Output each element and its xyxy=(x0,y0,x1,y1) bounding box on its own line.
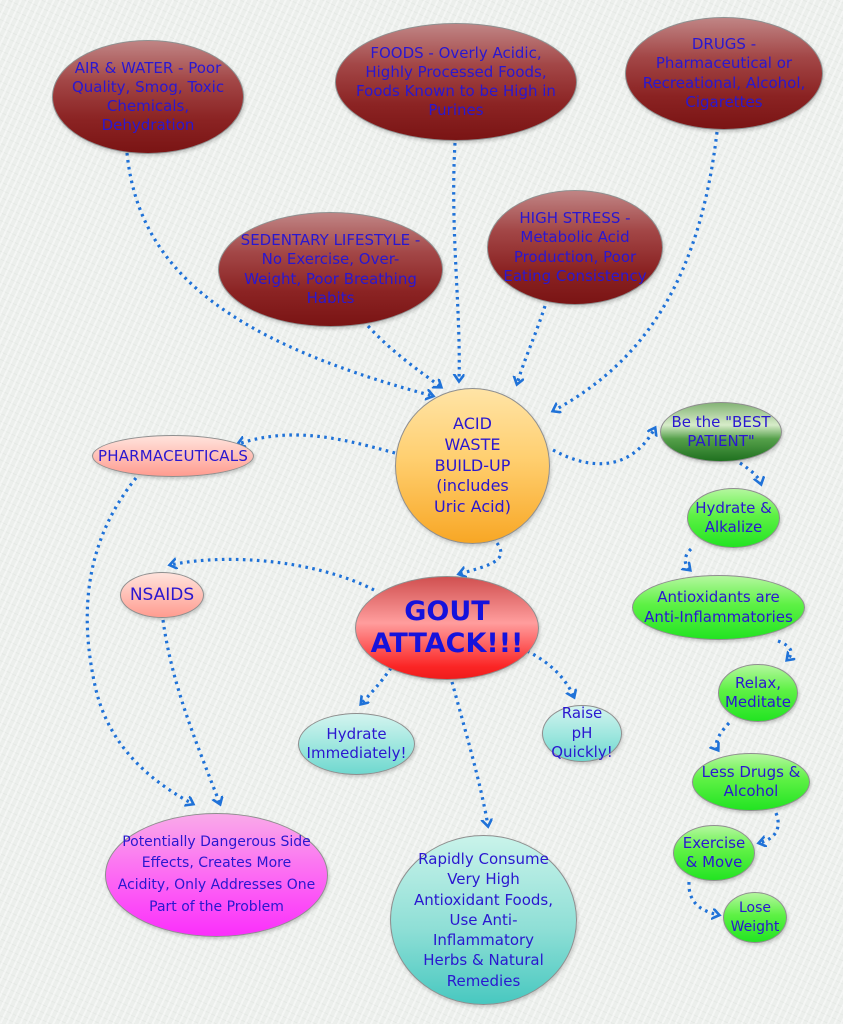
node-hydrate-immediately[interactable]: Hydrate Immediately! xyxy=(298,713,415,775)
arrow-gout-attack-to-raise-ph xyxy=(526,649,574,697)
node-hydrate-alkalize-label: Hydrate & Alkalize xyxy=(695,498,772,537)
arrow-drugs-to-acid-waste xyxy=(553,131,719,411)
node-best-patient-label: Be the "BEST PATIENT" xyxy=(671,413,771,450)
node-gout-attack[interactable]: GOUT ATTACK!!! xyxy=(355,576,539,680)
node-antioxidants[interactable]: Antioxidants are Anti-Inflammatories xyxy=(632,575,805,640)
node-drugs[interactable]: DRUGS - Pharmaceutical or Recreational, … xyxy=(625,17,823,130)
node-exercise-move[interactable]: Exercise & Move xyxy=(673,825,755,881)
node-relax-meditate[interactable]: Relax, Meditate xyxy=(718,664,798,722)
arrow-antioxidants-to-relax-meditate xyxy=(777,639,791,660)
arrow-foods-to-acid-waste xyxy=(452,142,460,381)
arrow-high-stress-to-acid-waste xyxy=(517,305,547,384)
arrow-nsaids-to-side-effects xyxy=(161,619,220,804)
arrow-acid-waste-to-pharmaceuticals xyxy=(238,433,396,455)
node-pharmaceuticals[interactable]: PHARMACEUTICALS xyxy=(92,435,254,477)
arrow-acid-waste-to-gout-attack xyxy=(459,542,503,574)
node-high-stress-label: HIGH STRESS - Metabolic Acid Production,… xyxy=(503,209,647,285)
node-high-stress[interactable]: HIGH STRESS - Metabolic Acid Production,… xyxy=(487,190,663,305)
node-nsaids[interactable]: NSAIDS xyxy=(120,572,204,618)
node-exercise-move-label: Exercise & Move xyxy=(682,833,746,872)
node-side-effects-label: Potentially Dangerous Side Effects, Crea… xyxy=(117,833,316,915)
arrow-relax-meditate-to-less-drugs xyxy=(716,721,731,750)
node-acid-waste[interactable]: ACID WASTE BUILD-UP (includes Uric Acid) xyxy=(395,388,550,544)
arrow-hydrate-alkalize-to-antioxidants xyxy=(685,547,693,570)
node-air-water-label: AIR & WATER - Poor Quality, Smog, Toxic … xyxy=(71,58,225,135)
arrow-gout-attack-to-hydrate-immediately xyxy=(361,667,393,704)
node-foods[interactable]: FOODS - Overly Acidic, Highly Processed … xyxy=(335,23,577,141)
node-side-effects[interactable]: Potentially Dangerous Side Effects, Crea… xyxy=(105,813,328,937)
node-pharmaceuticals-label: PHARMACEUTICALS xyxy=(97,447,249,465)
node-less-drugs-alcohol[interactable]: Less Drugs & Alcohol xyxy=(692,753,810,811)
node-nsaids-label: NSAIDS xyxy=(129,585,195,605)
node-hydrate-alkalize[interactable]: Hydrate & Alkalize xyxy=(687,488,780,548)
node-raise-ph[interactable]: Raise pH Quickly! xyxy=(542,704,622,762)
node-gout-attack-label: GOUT ATTACK!!! xyxy=(370,595,524,659)
node-sedentary-lifestyle[interactable]: SEDENTARY LIFESTYLE - No Exercise, Over-… xyxy=(218,212,443,327)
node-lose-weight-label: Lose Weight xyxy=(730,900,780,935)
arrow-gout-attack-to-nsaids xyxy=(170,559,375,592)
node-lose-weight[interactable]: Lose Weight xyxy=(723,892,787,943)
node-sedentary-lifestyle-label: SEDENTARY LIFESTYLE - No Exercise, Over-… xyxy=(240,231,421,307)
node-best-patient[interactable]: Be the "BEST PATIENT" xyxy=(660,402,782,462)
arrow-less-drugs-to-exercise-move xyxy=(759,812,780,843)
node-air-water[interactable]: AIR & WATER - Poor Quality, Smog, Toxic … xyxy=(52,40,244,154)
node-foods-label: FOODS - Overly Acidic, Highly Processed … xyxy=(356,43,556,120)
node-antioxidants-label: Antioxidants are Anti-Inflammatories xyxy=(644,588,793,626)
arrow-pharmaceuticals-to-side-effects xyxy=(85,476,193,804)
node-less-drugs-alcohol-label: Less Drugs & Alcohol xyxy=(701,762,801,801)
arrow-sedentary-to-acid-waste xyxy=(366,324,441,387)
node-drugs-label: DRUGS - Pharmaceutical or Recreational, … xyxy=(642,35,806,111)
node-hydrate-immediately-label: Hydrate Immediately! xyxy=(306,724,407,763)
arrow-gout-attack-to-rapidly-consume xyxy=(450,681,488,826)
node-relax-meditate-label: Relax, Meditate xyxy=(724,673,792,712)
node-raise-ph-label: Raise pH Quickly! xyxy=(551,704,613,762)
node-acid-waste-label: ACID WASTE BUILD-UP (includes Uric Acid) xyxy=(434,414,511,517)
arrow-best-patient-to-hydrate-alkalize xyxy=(739,461,761,484)
node-rapidly-consume[interactable]: Rapidly Consume Very High Antioxidant Fo… xyxy=(390,835,577,1005)
arrow-air-water-to-acid-waste xyxy=(125,152,433,396)
arrow-acid-waste-to-best-patient xyxy=(552,428,655,466)
arrow-exercise-move-to-lose-weight xyxy=(687,881,719,915)
node-rapidly-consume-label: Rapidly Consume Very High Antioxidant Fo… xyxy=(414,850,553,990)
